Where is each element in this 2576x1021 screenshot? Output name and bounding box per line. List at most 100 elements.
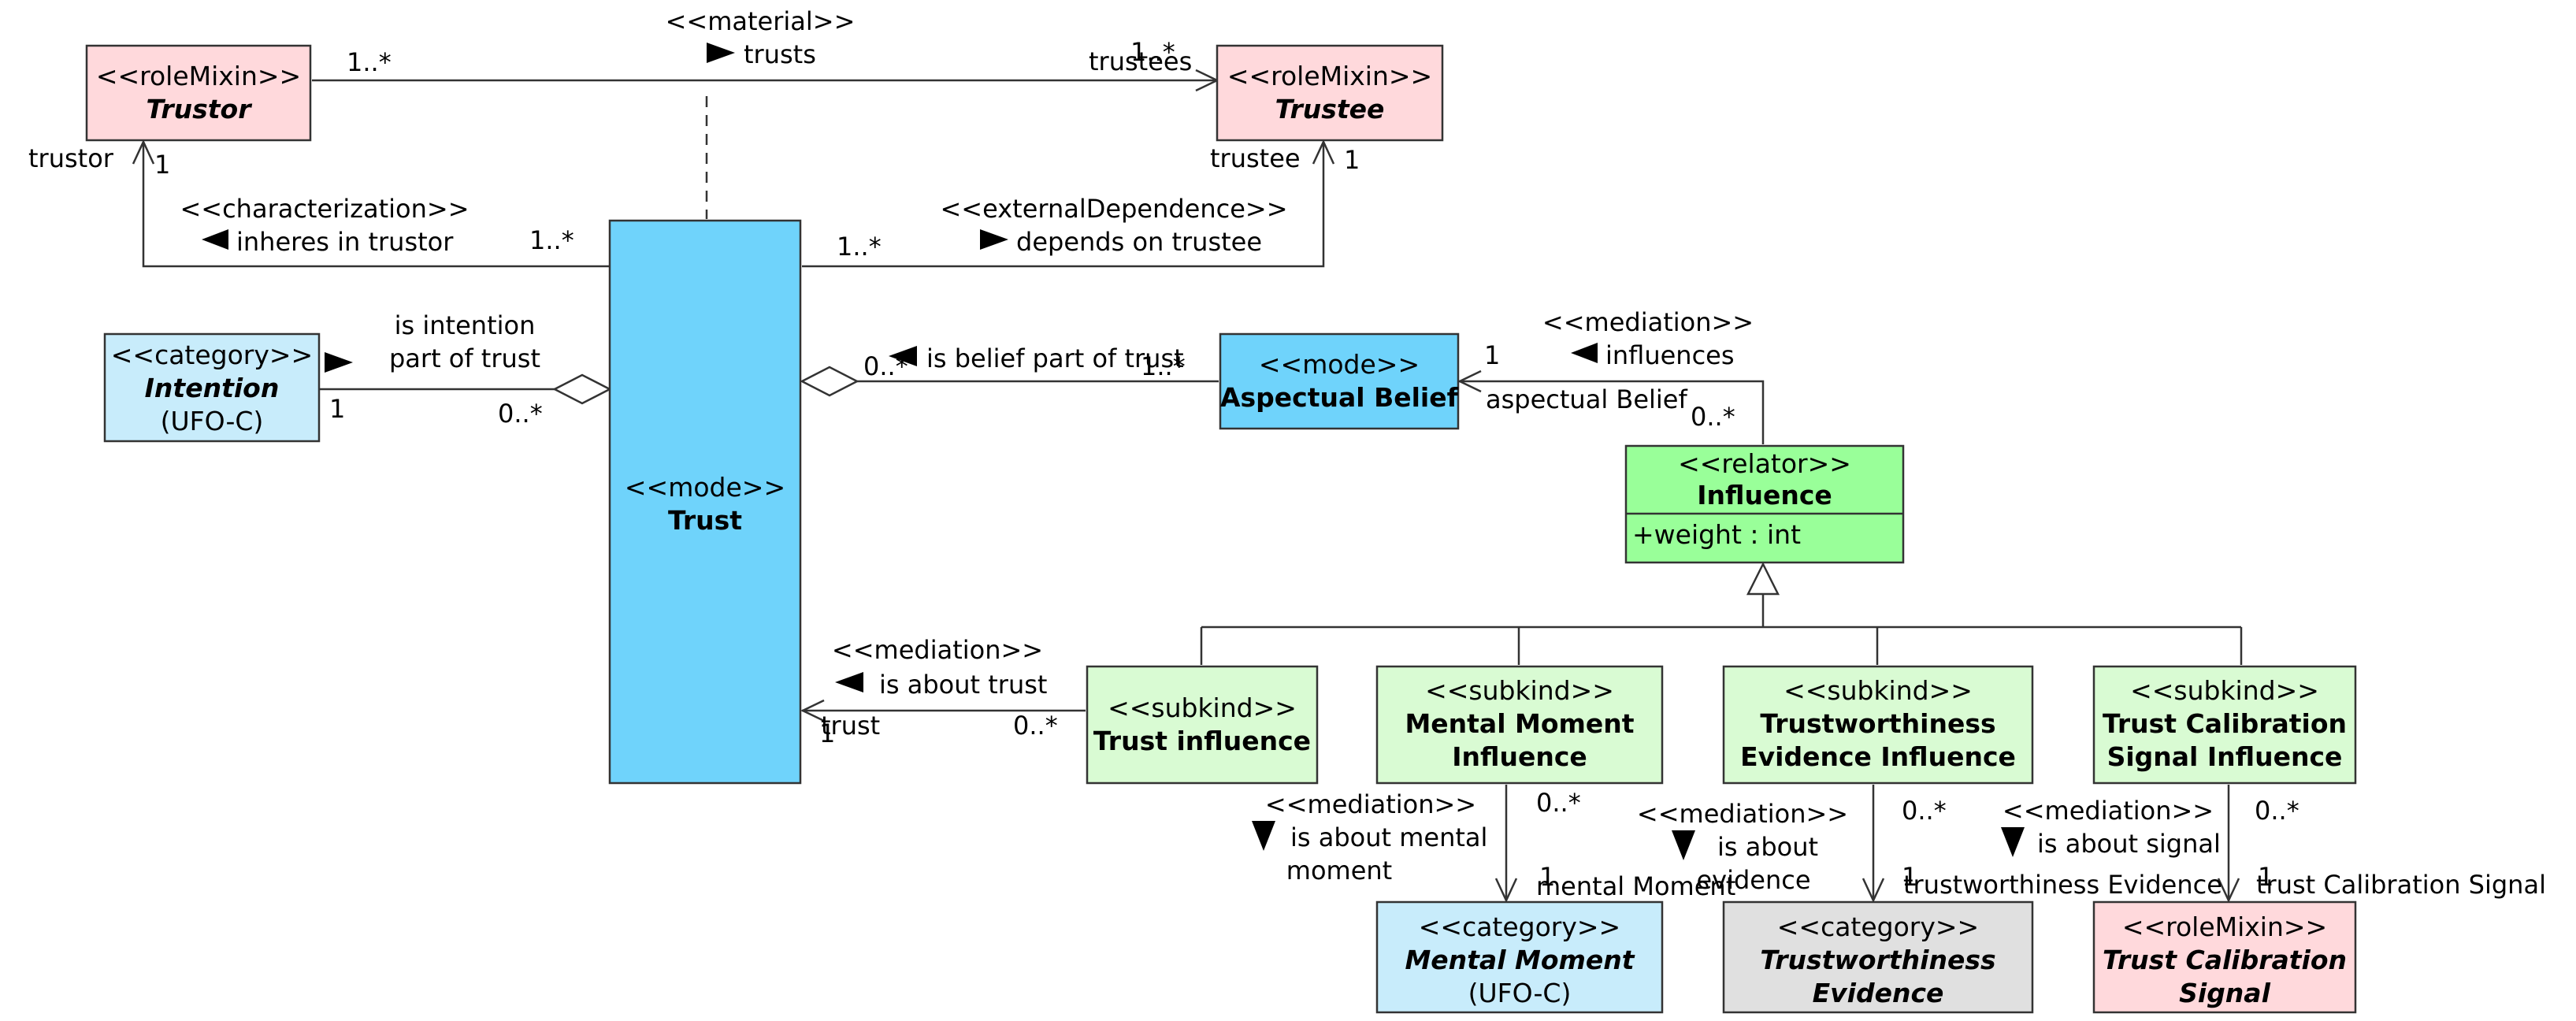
class-stereotype: <<subkind>> (2130, 675, 2319, 706)
assoc-about-signal (2217, 785, 2240, 903)
reading-direction-right-icon (980, 229, 1008, 250)
source-multiplicity: 1..* (347, 47, 392, 77)
assoc-stereotype: <<externalDependence>> (940, 194, 1287, 224)
class-name: Trustor (146, 94, 252, 124)
class-name-line1: Trust Calibration (2103, 708, 2347, 739)
class-name: Influence (1697, 480, 1832, 510)
reading-direction-down-icon (1252, 821, 1275, 851)
class-name: Trust (668, 505, 742, 536)
assoc-stereotype: <<mediation>> (1265, 789, 1476, 819)
reading-direction-right-icon (325, 352, 353, 373)
class-stereotype: <<category>> (111, 340, 313, 370)
assoc-name-line2: part of trust (389, 343, 540, 373)
class-note: (UFO-C) (1468, 978, 1572, 1008)
class-mental-moment[interactable]: <<category>> Mental Moment (UFO-C) (1375, 900, 1664, 1014)
assoc-about-mental (1494, 785, 1518, 903)
assoc-inheres-in-trustor (132, 139, 610, 268)
role-name: trustor (28, 143, 114, 173)
class-trust-calibration-signal[interactable]: <<roleMixin>> Trust Calibration Signal (2092, 900, 2357, 1014)
class-name-line1: Trustworthiness (1760, 708, 1995, 739)
class-intention[interactable]: <<category>> Intention (UFO-C) (103, 332, 321, 443)
assoc-name: is about signal (2037, 829, 2221, 859)
role-multiplicity: 1 (1902, 862, 1917, 892)
label-about-trust: <<mediation>> is about trust trust 1 0..… (819, 635, 1058, 748)
class-trust-influence[interactable]: <<subkind>> Trust influence (1086, 665, 1319, 785)
assoc-stereotype: <<mediation>> (832, 635, 1043, 665)
aggregation-diamond (552, 373, 612, 405)
class-trust[interactable]: <<mode>> Trust (608, 219, 802, 785)
whole-multiplicity: 0..* (498, 399, 543, 429)
class-trustworthiness-evidence-influence[interactable]: <<subkind>> Trustworthiness Evidence Inf… (1722, 665, 2034, 785)
class-name: Trustee (1275, 94, 1385, 124)
class-mental-moment-influence[interactable]: <<subkind>> Mental Moment Influence (1375, 665, 1664, 785)
class-trustworthiness-evidence[interactable]: <<category>> Trustworthiness Evidence (1722, 900, 2034, 1014)
class-stereotype: <<relator>> (1678, 448, 1851, 479)
reading-direction-down-icon (1672, 830, 1695, 860)
source-multiplicity: 0..* (2255, 796, 2299, 826)
class-aspectual-belief[interactable]: <<mode>> Aspectual Belief (1219, 332, 1460, 430)
class-stereotype: <<roleMixin>> (96, 61, 301, 91)
reading-direction-left-icon (202, 229, 228, 250)
class-note: (UFO-C) (161, 406, 264, 436)
assoc-depends-on-trustee (802, 139, 1335, 268)
role-name: trust (821, 711, 880, 741)
target-multiplicity: 1..* (1130, 37, 1175, 67)
class-name: Mental Moment (1405, 945, 1635, 975)
source-multiplicity: 0..* (1902, 796, 1947, 826)
role-multiplicity: 1 (2258, 862, 2273, 892)
assoc-stereotype: <<mediation>> (1542, 307, 1754, 337)
assoc-name-line2: moment (1286, 856, 1392, 885)
class-trustee[interactable]: <<roleMixin>> Trustee (1216, 44, 1444, 142)
generalization-triangle (1746, 562, 1780, 596)
assoc-name: is belief part of trust (926, 343, 1184, 373)
reading-direction-down-icon (2001, 827, 2025, 857)
label-depends: <<externalDependence>> depends on truste… (837, 143, 1360, 262)
role-multiplicity: 1 (819, 718, 835, 748)
role-name: trust Calibration Signal (2256, 870, 2546, 900)
class-name: Aspectual Belief (1220, 382, 1459, 413)
assoc-intention-part (320, 373, 612, 405)
assoc-about-evidence (1861, 785, 1885, 903)
class-stereotype: <<category>> (1777, 911, 1979, 942)
assoc-name: depends on trustee (1016, 227, 1262, 257)
assoc-name-line1: is about mental (1290, 822, 1487, 852)
class-influence[interactable]: <<relator>> Influence +weight : int (1624, 444, 1905, 564)
part-multiplicity: 1..* (1141, 351, 1186, 381)
part-multiplicity: 1 (329, 394, 345, 424)
class-trust-calibration-signal-influence[interactable]: <<subkind>> Trust Calibration Signal Inf… (2092, 665, 2357, 785)
class-trustor[interactable]: <<roleMixin>> Trustor (85, 44, 312, 142)
class-name: Trust influence (1093, 726, 1311, 756)
role-name: trustee (1210, 143, 1301, 173)
role-name: trustworthiness Evidence (1903, 870, 2222, 900)
class-stereotype: <<mode>> (625, 472, 785, 503)
reading-direction-right-icon (707, 43, 735, 63)
label-about-signal: <<mediation>> is about signal 0..* 1 tru… (2001, 796, 2546, 900)
role-multiplicity: 1 (1539, 862, 1555, 892)
source-multiplicity: 0..* (1691, 402, 1735, 432)
label-influences: <<mediation>> influences 1 aspectual Bel… (1484, 307, 1754, 432)
assoc-name: is about trust (879, 670, 1047, 700)
assoc-name: trusts (744, 39, 816, 69)
class-stereotype: <<mode>> (1259, 349, 1420, 380)
class-name-line2: Evidence Influence (1740, 741, 2016, 772)
class-name-line1: Mental Moment (1405, 708, 1634, 739)
target-role: trustees (1089, 46, 1192, 76)
role-multiplicity: 1 (154, 150, 170, 180)
class-name-line2: Evidence (1813, 978, 1944, 1008)
role-name: mental Moment (1536, 871, 1735, 901)
generalization-tree (1200, 562, 2243, 665)
assoc-about-trust (800, 699, 1086, 722)
class-attribute: +weight : int (1632, 519, 1801, 550)
class-name-line1: Trustworthiness (1760, 945, 1995, 975)
class-name-line2: Influence (1452, 741, 1587, 772)
assoc-influences (1457, 369, 1765, 444)
label-about-mental: <<mediation>> is about mental moment 0..… (1252, 788, 1735, 901)
assoc-stereotype: <<material>> (666, 6, 856, 36)
assoc-name: influences (1605, 340, 1735, 370)
source-multiplicity: 0..* (1536, 788, 1581, 818)
class-stereotype: <<subkind>> (1784, 675, 1973, 706)
class-name: Intention (145, 373, 280, 403)
label-inheres: <<characterization>> inheres in trustor … (28, 143, 574, 257)
source-multiplicity: 0..* (1013, 711, 1058, 741)
